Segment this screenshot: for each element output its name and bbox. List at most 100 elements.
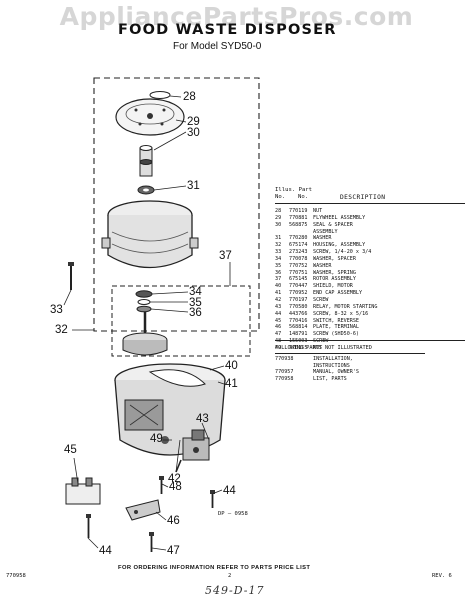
table-row: 47 148791 SCREW (SHD50-6): [275, 331, 470, 338]
callout-32: 32: [55, 324, 68, 336]
revision-label: REV. 6: [432, 573, 452, 579]
not-illustrated-heading: FOLLOWING PARTS NOT ILLUSTRATED: [275, 345, 372, 351]
handwritten-note: 549-D-17: [205, 584, 265, 597]
screw-42: [175, 459, 182, 473]
illus-number: 31: [275, 235, 282, 242]
part-number: 568875: [289, 221, 308, 228]
part-description: WASHER, SPRING: [313, 269, 356, 276]
ordering-note: FOR ORDERING INFORMATION REFER TO PARTS …: [118, 565, 311, 571]
part-number: 770952: [289, 290, 308, 297]
heading-underline: [275, 353, 425, 354]
washer-35: [137, 299, 151, 305]
header-illus-part: Illus. Part: [275, 187, 313, 193]
list-item: INSTRUCTIONS: [275, 363, 465, 370]
motor-relay: [182, 429, 210, 461]
illus-number: 33: [275, 249, 282, 256]
part-description: SCREW, 1/4-20 x 3/4: [313, 249, 372, 256]
part-number: 770078: [289, 255, 308, 262]
reverse-switch: [65, 477, 101, 505]
part-number: [275, 363, 313, 370]
part-description: SHIELD, MOTOR: [313, 283, 353, 290]
callout-46: 46: [167, 515, 180, 527]
part-number: [289, 229, 313, 236]
illus-number: 47: [275, 331, 282, 338]
rotor-assembly: [122, 312, 168, 356]
illus-number: 34: [275, 255, 282, 262]
callout-47: 47: [167, 545, 180, 557]
flywheel-assembly: [115, 98, 185, 136]
part-description: WASHER: [313, 235, 332, 242]
part-description: WASHER: [313, 262, 332, 269]
part-description: ROTOR ASSEMBLY: [313, 276, 356, 283]
part-description: LIST, PARTS: [313, 375, 347, 382]
watermark: AppliancePartsPros.com: [59, 2, 414, 31]
callout-34: 34: [189, 286, 202, 298]
spacer-washer: [135, 290, 153, 298]
part-description: SCREW (SHD50-6): [313, 331, 360, 338]
illus-number: 42: [275, 296, 282, 303]
part-number: 770197: [289, 296, 308, 303]
nut-part: [149, 91, 171, 99]
illus-number: 43: [275, 303, 282, 310]
part-description: NUT: [313, 208, 323, 214]
table-rule-bottom: [275, 340, 465, 341]
part-description: INSTRUCTIONS: [313, 362, 350, 369]
part-number: 770957: [275, 369, 294, 376]
illus-number: 45: [275, 317, 282, 324]
part-number: 770580: [289, 303, 308, 310]
illus-number: 30: [275, 221, 282, 228]
screw-48: [159, 476, 164, 494]
part-description: NUT: [313, 344, 323, 351]
part-description: END CAP ASSEMBLY: [313, 290, 363, 297]
part-number: 770751: [289, 269, 308, 276]
part-number: 770447: [289, 283, 308, 290]
part-number: 273243: [289, 249, 308, 256]
table-row: 33 273243 SCREW, 1/4-20 x 3/4: [275, 249, 470, 256]
table-row: 34 770078 WASHER, SPACER: [275, 256, 470, 263]
table-rule: [275, 203, 465, 204]
part-description: WASHER, SPACER: [313, 255, 356, 262]
illus-number: 49: [275, 344, 282, 351]
part-number: 148791: [289, 331, 308, 338]
callout-42: 42: [168, 473, 181, 485]
page-title: FOOD WASTE DISPOSER: [118, 22, 337, 38]
part-number: 443766: [289, 310, 308, 317]
page-subtitle: For Model SYD50-0: [173, 41, 262, 52]
part-number: 770280: [289, 235, 308, 242]
relay-screw: [210, 490, 215, 508]
table-row: 31 770280 WASHER: [275, 235, 470, 242]
callout-44-left: 44: [99, 545, 112, 557]
callout-49: 49: [150, 433, 163, 445]
illus-number: 29: [275, 214, 282, 221]
part-description: SCREW: [313, 338, 329, 345]
table-row: 48 155003 SCREW: [275, 338, 470, 345]
illus-number: 48: [275, 338, 282, 345]
part-description: HOUSING, ASSEMBLY: [313, 242, 366, 249]
seal-spacer-assembly: [139, 145, 153, 177]
part-number: 155003: [289, 338, 308, 345]
callout-43: 43: [196, 413, 209, 425]
callout-36: 36: [189, 307, 202, 319]
part-number: 770881: [289, 214, 308, 221]
callout-45: 45: [64, 444, 77, 456]
header-no: No.: [275, 194, 286, 200]
part-number: 770938: [275, 356, 294, 362]
callout-44-right: 44: [223, 485, 236, 497]
